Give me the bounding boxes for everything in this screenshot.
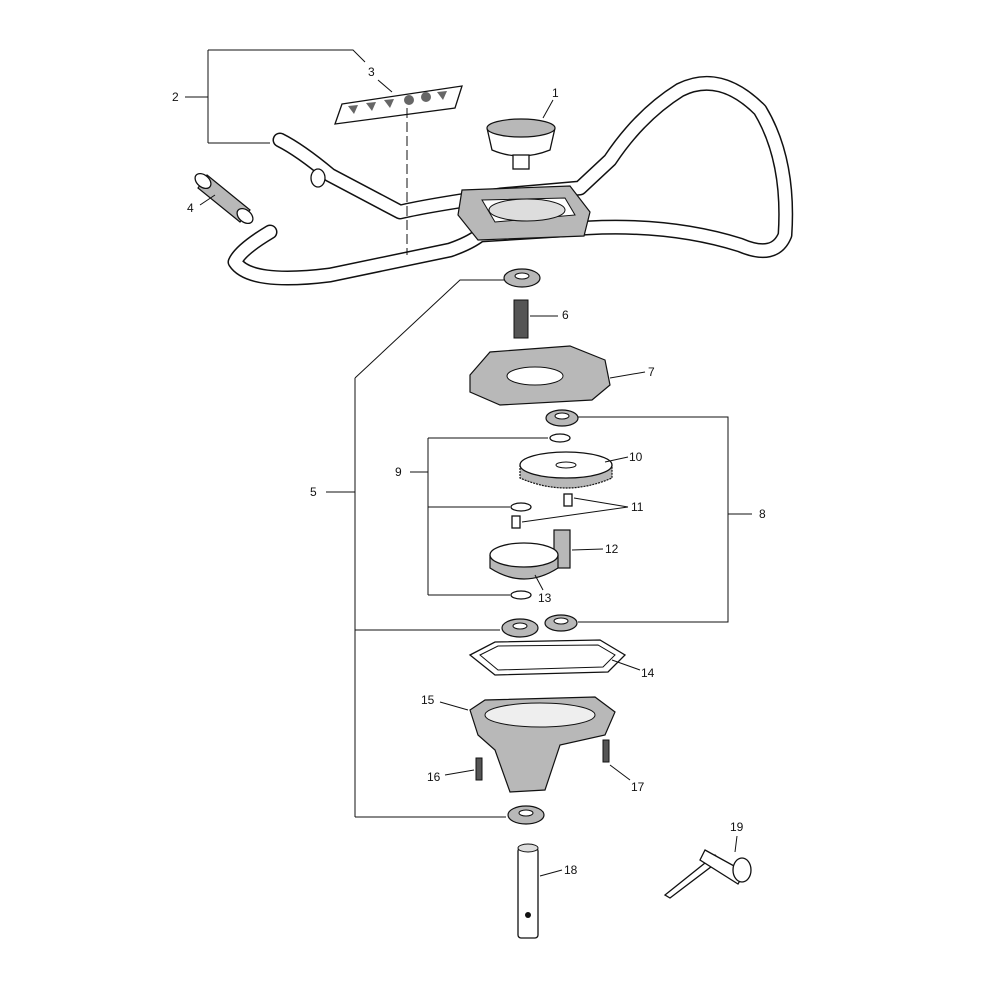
callout-13: 13	[538, 591, 552, 605]
callout-8: 8	[759, 507, 766, 521]
callout-15: 15	[421, 693, 435, 707]
part-4-grip	[194, 172, 254, 225]
part-15-housing	[469, 696, 616, 793]
callout-17: 17	[631, 780, 645, 794]
handlebar	[227, 75, 794, 286]
callout-5: 5	[310, 485, 317, 499]
callout-3: 3	[368, 65, 375, 79]
callout-4: 4	[187, 201, 194, 215]
part-3-decal	[334, 85, 463, 125]
callout-16: 16	[427, 770, 441, 784]
part-11-pin	[563, 493, 573, 507]
callout-9: 9	[395, 465, 402, 479]
callout-11: 11	[631, 500, 644, 514]
part-7-cover	[469, 345, 611, 406]
callout-6: 6	[562, 308, 569, 322]
callout-2: 2	[172, 90, 179, 104]
part-10-gear	[519, 451, 613, 489]
callout-7: 7	[648, 365, 655, 379]
part-13-gear	[489, 542, 559, 580]
washers	[510, 433, 571, 600]
part-14-gasket	[468, 639, 627, 676]
callout-10: 10	[629, 450, 643, 464]
part-19-wrench	[663, 849, 752, 899]
bearings	[501, 268, 579, 825]
callout-18: 18	[564, 863, 578, 877]
leader-lines	[185, 49, 752, 877]
part-17-screw	[602, 739, 610, 763]
part-16-screw	[475, 757, 483, 781]
part-18-shaft	[517, 843, 539, 939]
part-6-pinion	[513, 299, 529, 339]
callout-14: 14	[641, 666, 655, 680]
part-1-cup	[486, 118, 556, 170]
part-11-pin	[511, 515, 521, 529]
callout-1: 1	[552, 86, 559, 100]
callout-12: 12	[605, 542, 619, 556]
callouts: 1 2 3 4 5 6 7 8 9 10 11 12 13 14 15 16 1…	[172, 65, 766, 877]
callout-19: 19	[730, 820, 744, 834]
